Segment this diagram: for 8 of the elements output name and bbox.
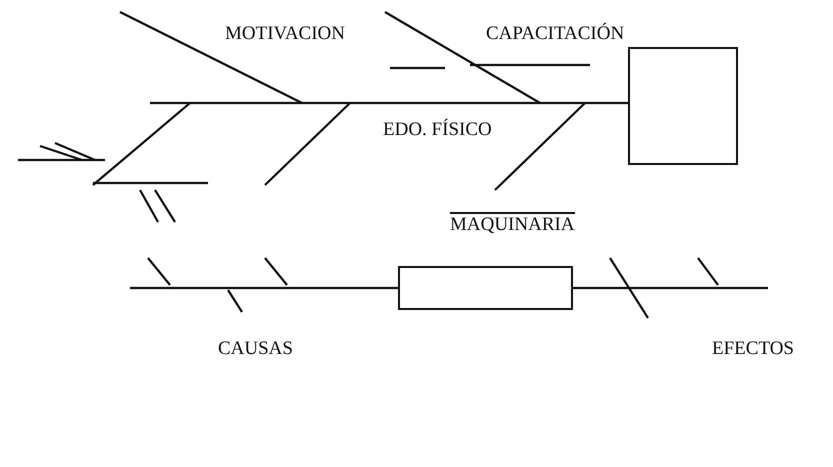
causes-label: CAUSAS bbox=[218, 338, 293, 360]
problem-box bbox=[398, 266, 573, 310]
effects-label: EFECTOS bbox=[712, 338, 794, 360]
cause-label: CAPACITACIÓN bbox=[486, 23, 624, 45]
cause-label: EDO. FÍSICO bbox=[383, 119, 492, 141]
cause-label: MAQUINARIA bbox=[450, 212, 575, 236]
cause-label: MOTIVACION bbox=[225, 23, 345, 45]
effect-box bbox=[628, 47, 738, 165]
